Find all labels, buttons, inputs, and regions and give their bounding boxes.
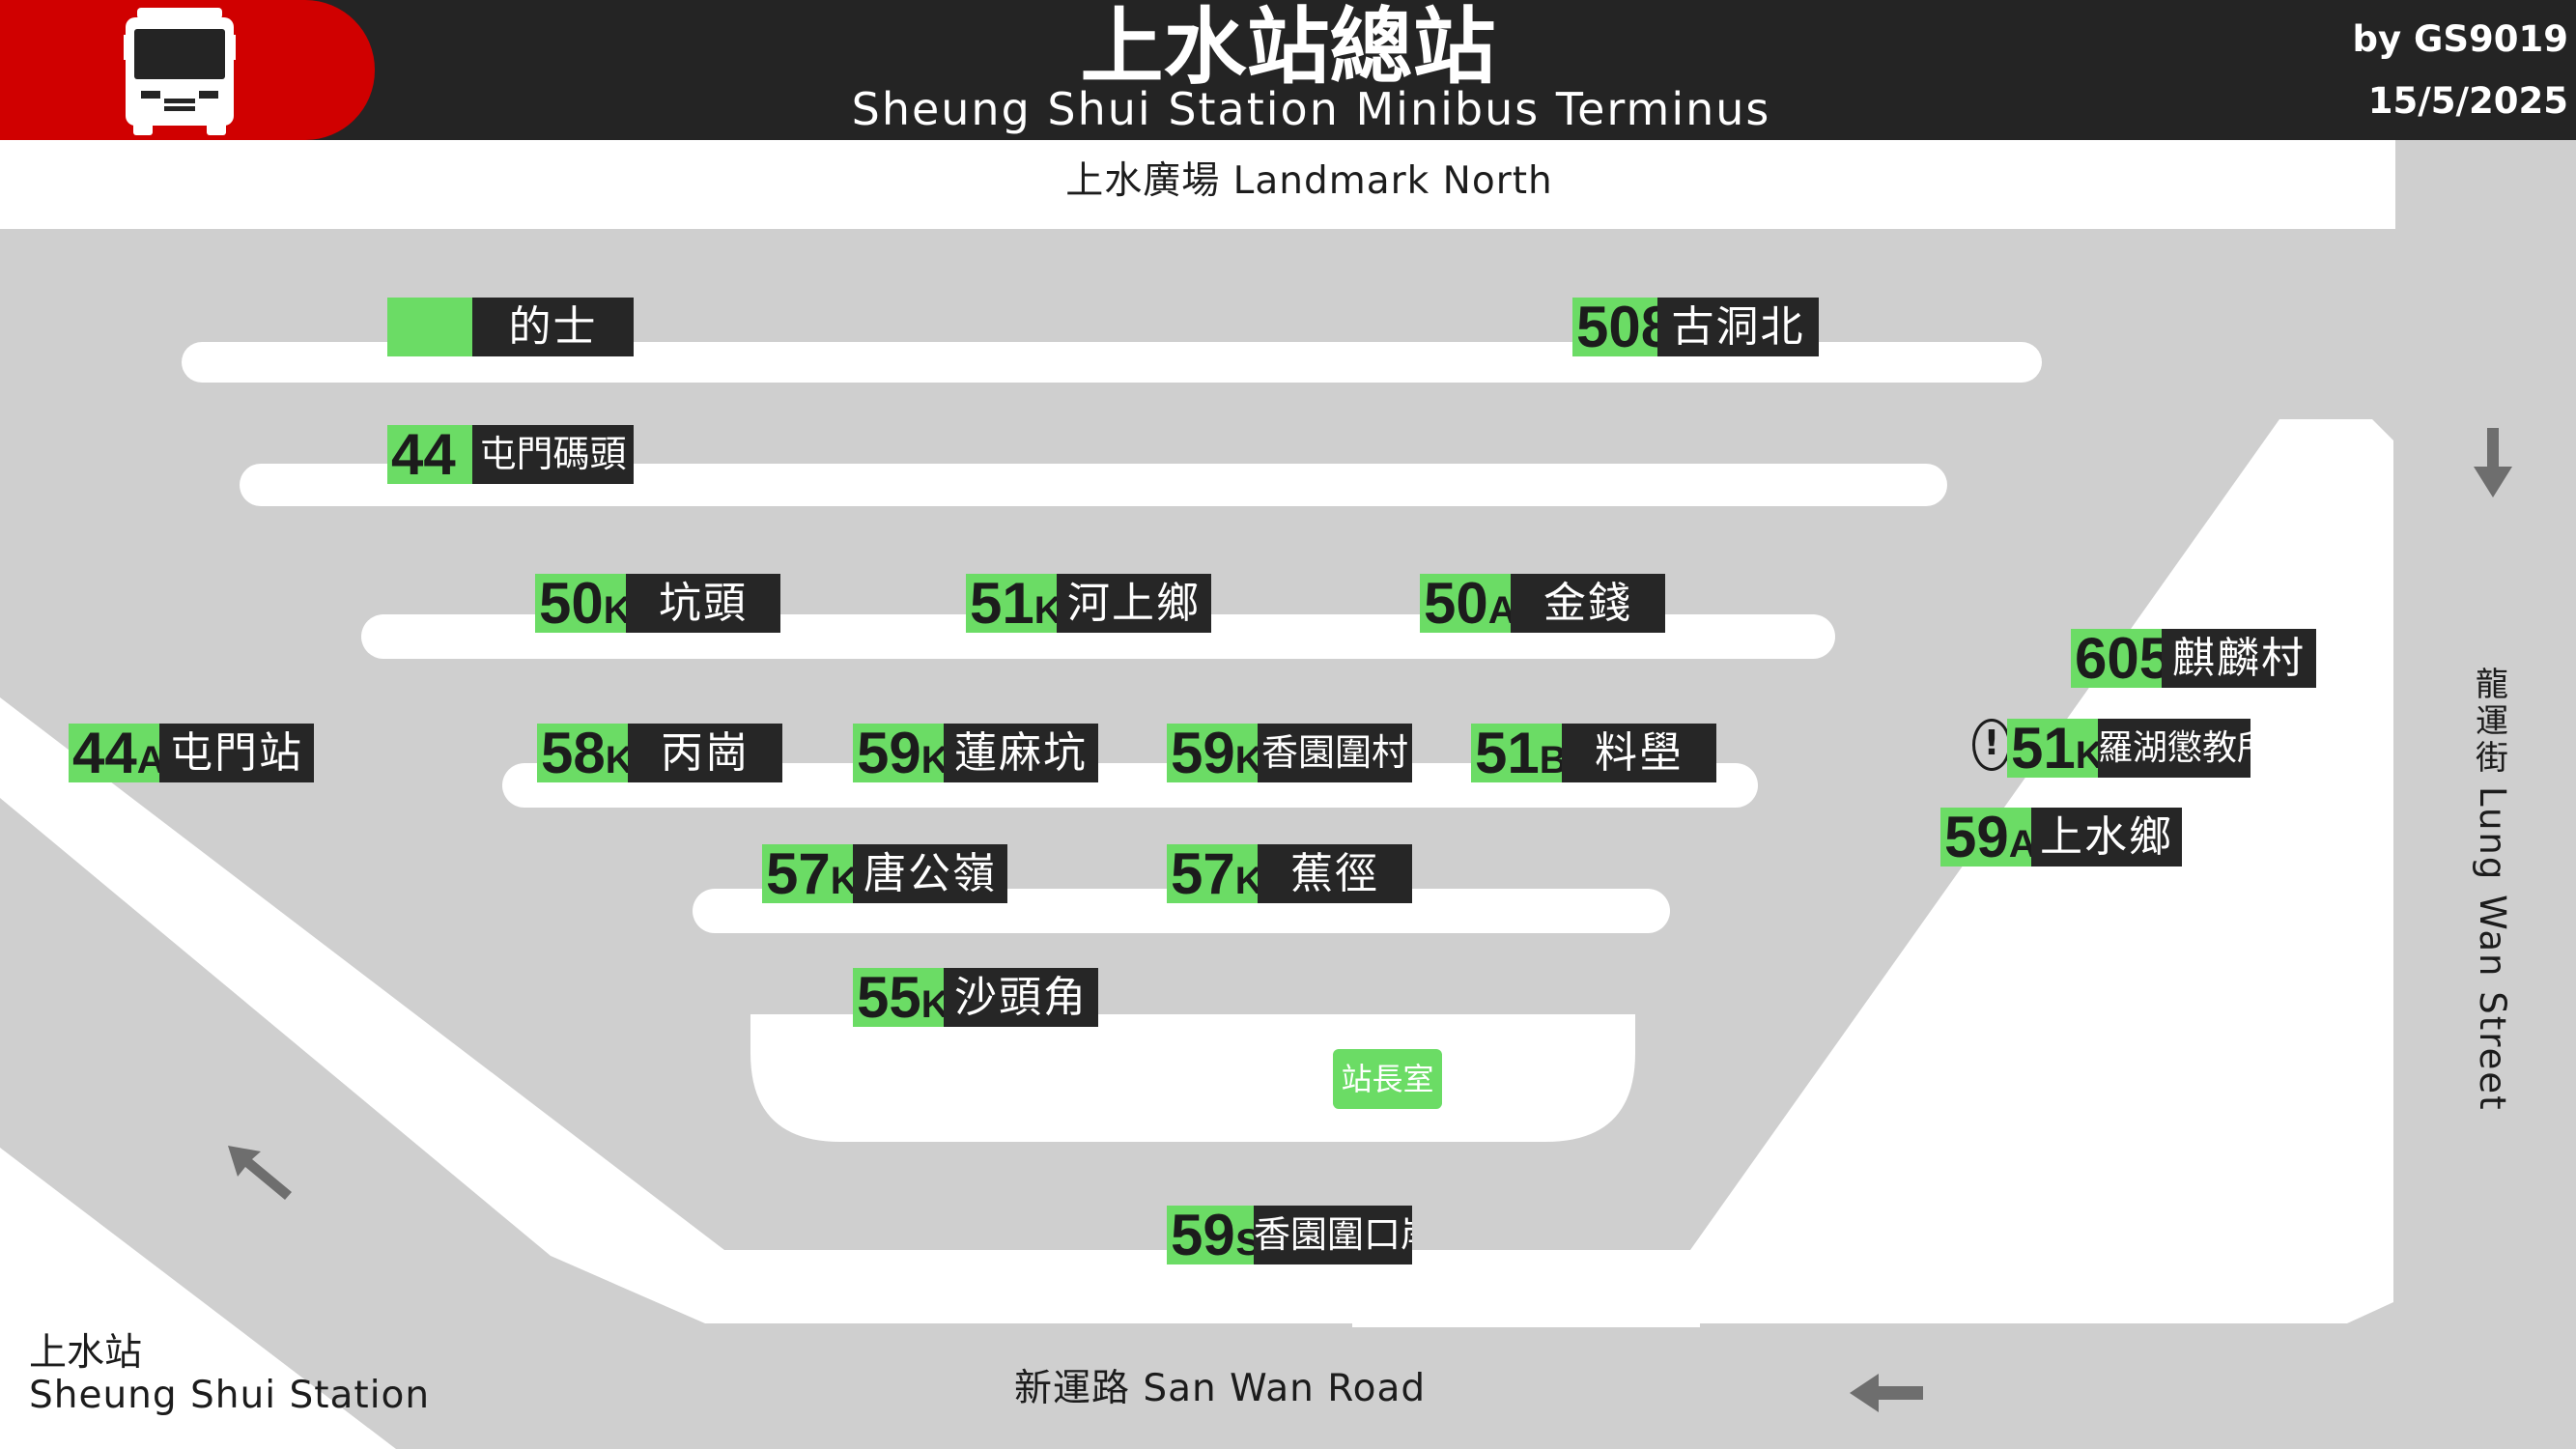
- south-island: [0, 697, 1700, 1327]
- route-51b[interactable]: 51B 料壆: [1471, 724, 1716, 782]
- route-destination: 上水鄉: [2031, 808, 2182, 867]
- route-destination: 麒麟村: [2162, 629, 2316, 688]
- route-destination: 古洞北: [1657, 298, 1819, 356]
- header-bar: 上水站總站 Sheung Shui Station Minibus Termin…: [0, 0, 2576, 140]
- route-number: 50A: [1420, 574, 1511, 633]
- route-number: 508: [1572, 298, 1657, 356]
- route-number: 59A: [1940, 808, 2031, 867]
- route-number: 51K: [966, 574, 1057, 633]
- arrow-left-icon: [1850, 1374, 1923, 1412]
- route-destination: 蕉徑: [1258, 844, 1412, 903]
- route-59s[interactable]: 59s 香園圍口岸: [1167, 1206, 1412, 1264]
- north-island: [0, 140, 2395, 229]
- route-destination: 沙頭角: [944, 968, 1098, 1027]
- street-name-zh: 龍運街: [2476, 666, 2508, 778]
- route-number: 51B: [1471, 724, 1562, 782]
- station-office-label: 站長室: [1333, 1049, 1442, 1109]
- east-island: [1690, 419, 2393, 1323]
- route-number: 44A: [69, 724, 159, 782]
- route-taxi[interactable]: 的士: [387, 298, 634, 356]
- route-destination: 蓮麻坑: [944, 724, 1098, 782]
- route-50a[interactable]: 50A 金錢: [1420, 574, 1665, 633]
- route-number: 44: [387, 425, 472, 484]
- route-51k[interactable]: 51K 河上鄉: [966, 574, 1211, 633]
- street-name-en: Lung Wan Street: [2472, 786, 2513, 1112]
- arrow-down-icon: [2474, 428, 2512, 497]
- route-destination: 丙崗: [628, 724, 782, 782]
- route-destination: 河上鄉: [1057, 574, 1211, 633]
- route-58k[interactable]: 58K 丙崗: [537, 724, 782, 782]
- route-605[interactable]: 605 麒麟村: [2071, 629, 2316, 688]
- route-destination: 金錢: [1511, 574, 1665, 633]
- west-island: [0, 1148, 396, 1449]
- route-44a[interactable]: 44A 屯門站: [69, 724, 314, 782]
- platform-2: [240, 464, 1947, 506]
- author-credit: by GS9019: [2352, 18, 2568, 60]
- page-title: 上水站總站: [1080, 0, 1496, 96]
- station-label-zh: 上水站: [29, 1331, 143, 1375]
- route-508[interactable]: 508 古洞北: [1572, 298, 1819, 356]
- route-59a[interactable]: 59A 上水鄉: [1940, 808, 2182, 867]
- station-label-en: Sheung Shui Station: [29, 1374, 431, 1417]
- route-number: 50K: [535, 574, 626, 633]
- route-59k-heung-yuen-wai[interactable]: 59K 香園圍村: [1167, 724, 1412, 782]
- route-destination: 香園圍村: [1258, 724, 1412, 782]
- road-label-san-wan: 新運路 San Wan Road: [1014, 1367, 1427, 1410]
- route-number: 605: [2071, 629, 2162, 688]
- route-number: 59K: [1167, 724, 1258, 782]
- route-destination: 坑頭: [626, 574, 780, 633]
- route-number: 57K: [1167, 844, 1258, 903]
- route-44[interactable]: 44 屯門碼頭: [387, 425, 634, 484]
- route-number: 55K: [853, 968, 944, 1027]
- route-destination: 香園圍口岸: [1254, 1206, 1412, 1264]
- alert-icon: !: [1972, 719, 2011, 771]
- route-destination: 的士: [472, 298, 634, 356]
- route-destination: 羅湖懲教所: [2098, 719, 2250, 778]
- route-number: 57K: [762, 844, 853, 903]
- street-label-lung-wan: 龍運街 Lung Wan Street: [2468, 667, 2516, 1112]
- route-50k[interactable]: 50K 坑頭: [535, 574, 780, 633]
- arrow-up-left-icon: [228, 1146, 292, 1200]
- route-number: 59s: [1167, 1206, 1254, 1264]
- route-number: 51K: [2007, 719, 2098, 778]
- route-number: 59K: [853, 724, 944, 782]
- route-51k-lo-wu[interactable]: 51K 羅湖懲教所: [2007, 719, 2250, 778]
- route-number: 58K: [537, 724, 628, 782]
- route-57k-tsiu-keng[interactable]: 57K 蕉徑: [1167, 844, 1412, 903]
- office-island: [750, 1014, 1635, 1142]
- minibus-icon: [124, 8, 236, 135]
- route-destination: 料壆: [1562, 724, 1716, 782]
- route-57k-tong-kung-leng[interactable]: 57K 唐公嶺: [762, 844, 1007, 903]
- landmark-label: 上水廣場 Landmark North: [1065, 159, 1553, 203]
- route-number: [387, 298, 472, 356]
- map-date: 15/5/2025: [2367, 80, 2568, 122]
- route-destination: 屯門站: [159, 724, 314, 782]
- platform-4: [502, 763, 1758, 808]
- page-subtitle: Sheung Shui Station Minibus Terminus: [851, 83, 1771, 135]
- route-55k[interactable]: 55K 沙頭角: [853, 968, 1098, 1027]
- route-destination: 唐公嶺: [853, 844, 1007, 903]
- route-destination: 屯門碼頭: [472, 425, 634, 484]
- route-59k-lin-ma-hang[interactable]: 59K 蓮麻坑: [853, 724, 1098, 782]
